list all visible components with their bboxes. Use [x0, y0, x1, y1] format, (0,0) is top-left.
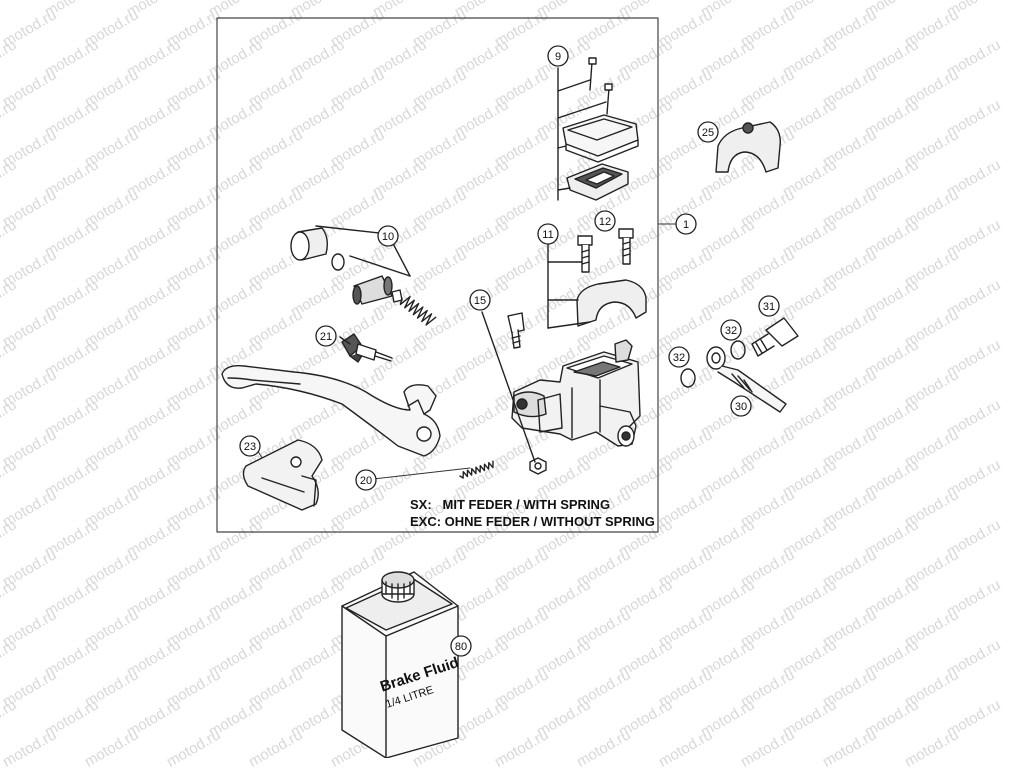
- callout-p80: 80: [450, 635, 472, 657]
- callout-p32b: 32: [668, 346, 690, 368]
- callout-number: 32: [673, 352, 685, 364]
- callout-number: 21: [320, 331, 332, 343]
- note-exc: EXC: OHNE FEDER / WITHOUT SPRING: [410, 514, 655, 529]
- brake-lever: [221, 364, 441, 457]
- callout-number: 80: [455, 641, 467, 653]
- callout-p21: 21: [315, 325, 337, 347]
- note-sx: SX: MIT FEDER / WITH SPRING: [410, 497, 611, 512]
- callout-number: 32: [725, 325, 737, 337]
- callout-number: 25: [702, 127, 714, 139]
- callout-p9: 9: [547, 45, 569, 67]
- callout-circle: [720, 319, 742, 341]
- callout-circle: [675, 213, 697, 235]
- callout-circle: [450, 635, 472, 657]
- callout-circle: [355, 469, 377, 491]
- callout-number: 23: [244, 441, 256, 453]
- callout-number: 11: [542, 229, 553, 241]
- callout-p10: 10: [377, 225, 399, 247]
- handlebar-clamp: [715, 121, 781, 173]
- callout-number: 15: [474, 295, 486, 307]
- callout-circle: [594, 210, 616, 232]
- callout-circle: [547, 45, 569, 67]
- clamp-assembly: [547, 228, 647, 329]
- callout-p31: 31: [758, 295, 780, 317]
- callout-circle: [697, 121, 719, 143]
- callout-circle: [377, 225, 399, 247]
- pivot-pin-and-nut: [481, 311, 547, 475]
- callout-number: 10: [382, 231, 394, 243]
- callout-number: 31: [763, 301, 775, 313]
- callout-p12: 12: [594, 210, 616, 232]
- callout-p23: 23: [239, 435, 261, 457]
- callout-circle: [239, 435, 261, 457]
- callout-circle: [758, 295, 780, 317]
- callout-circle: [537, 223, 559, 245]
- callout-circle: [315, 325, 337, 347]
- callout-p11: 11: [537, 223, 559, 245]
- callout-circle: [469, 289, 491, 311]
- callout-p32a: 32: [720, 319, 742, 341]
- callout-p15: 15: [469, 289, 491, 311]
- piston-kit: [290, 225, 437, 326]
- lever-guard: [242, 439, 323, 511]
- part-callouts: 1 9 10 11 12 15 20 21 23 25 30 31 32 32 80: [239, 45, 780, 657]
- callout-number: 9: [555, 51, 561, 63]
- lever-spring-coil: [459, 460, 494, 479]
- callout-p1: 1: [675, 213, 697, 235]
- callout-number: 30: [735, 401, 747, 413]
- callout-circle: [668, 346, 690, 368]
- callout-number: 1: [683, 219, 689, 231]
- brake-hose-fittings: [680, 317, 799, 413]
- lever-spring: [459, 460, 494, 479]
- callout-p25: 25: [697, 121, 719, 143]
- master-cylinder-body: [511, 339, 641, 447]
- callout-number: 12: [599, 216, 611, 228]
- callout-p30: 30: [730, 395, 752, 417]
- callout-number: 20: [360, 475, 372, 487]
- brake-fluid-bottle: Brake Fluid 1/4 LITRE: [341, 571, 461, 758]
- piston-spring: [399, 296, 437, 326]
- reservoir-cover-assembly: [557, 57, 639, 201]
- callout-p20: 20: [355, 469, 377, 491]
- callout-circle: [730, 395, 752, 417]
- diagram-frame: [216, 17, 659, 533]
- adjuster-screw: [339, 333, 393, 363]
